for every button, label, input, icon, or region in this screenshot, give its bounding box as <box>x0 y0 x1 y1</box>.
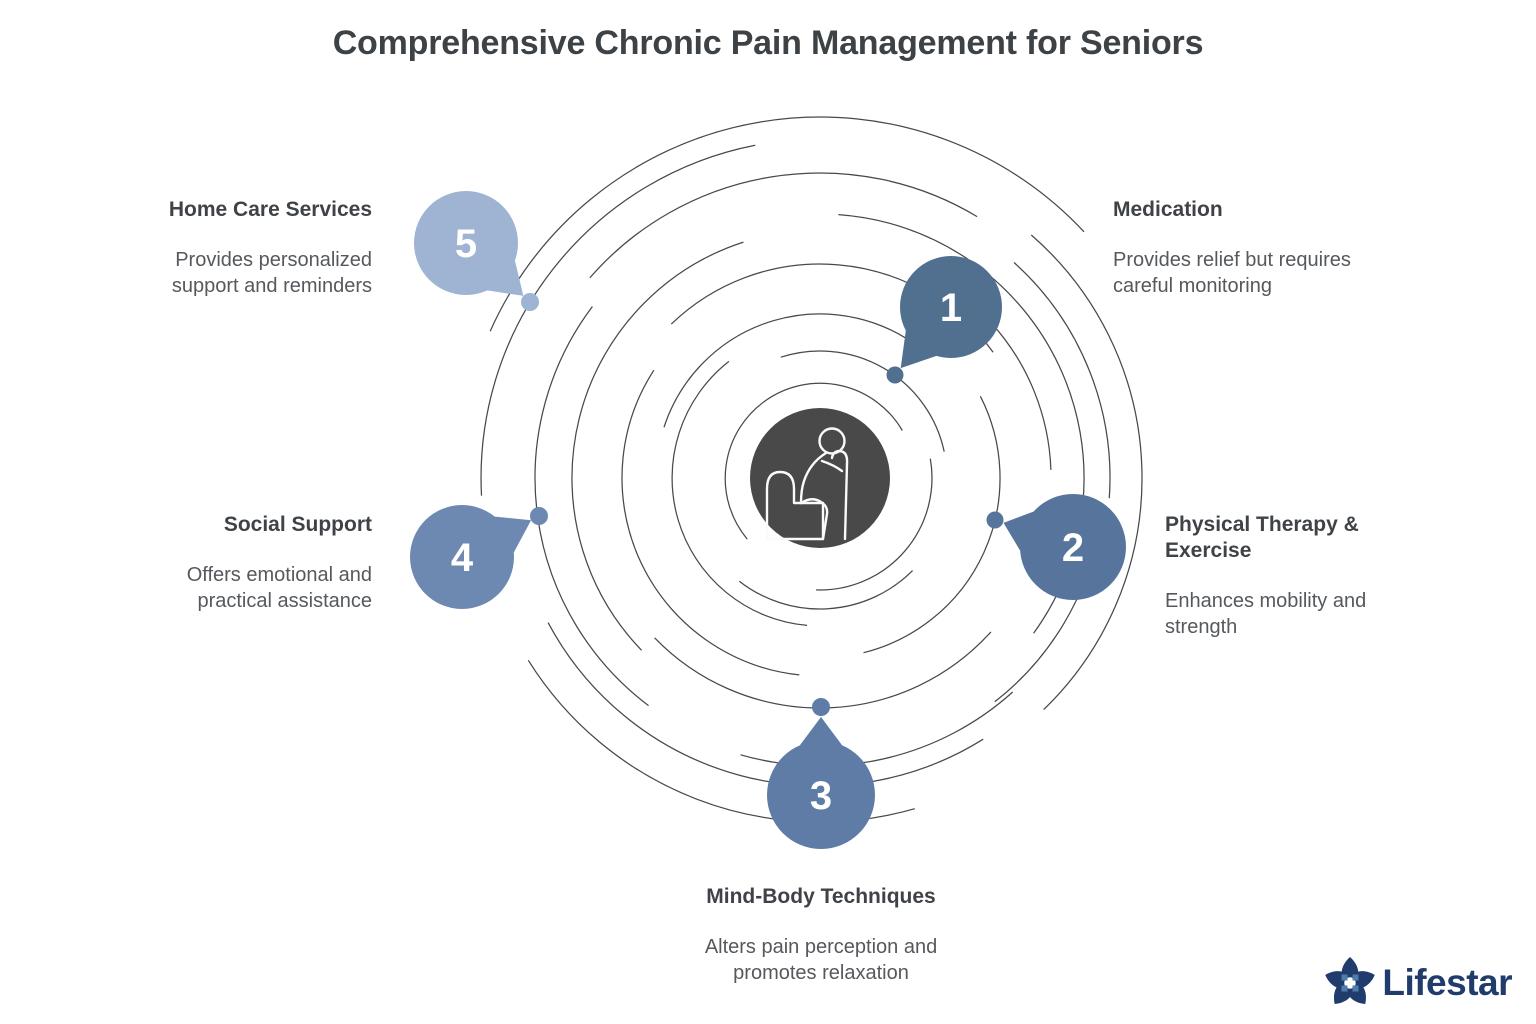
bubble-circle-1 <box>900 256 1002 358</box>
center-emblem <box>750 408 890 548</box>
step-text-1: Medication Provides relief but requires … <box>1113 197 1393 299</box>
step-number-5: 5 <box>455 222 477 266</box>
spiral-arc <box>571 241 744 651</box>
spiral-arc <box>654 631 992 709</box>
step-number-3: 3 <box>810 774 832 818</box>
step-bubble-5: 5 <box>414 191 524 296</box>
step-label-1: Medication <box>1113 198 1223 221</box>
step-label-2: Physical Therapy & Exercise <box>1165 513 1359 562</box>
page-title: Comprehensive Chronic Pain Management fo… <box>332 24 1204 62</box>
step-description-4: Offers emotional and practical assistanc… <box>186 564 372 612</box>
step-text-5: Home Care Services Provides personalized… <box>132 197 372 299</box>
connector-dot-2 <box>986 511 1004 529</box>
connector-dot-5 <box>521 293 539 311</box>
spiral-arc <box>863 396 1001 654</box>
step-bubble-4: 4 <box>410 505 532 609</box>
center-circle <box>750 408 890 548</box>
lifestar-logo-text: Lifestar <box>1382 962 1512 1003</box>
bubble-circle-4 <box>410 505 514 609</box>
bubble-circle-5 <box>414 191 518 295</box>
connector-dot-4 <box>530 507 548 525</box>
bubble-tail-5 <box>487 260 524 296</box>
spiral-arc <box>534 306 649 707</box>
connector-dot-1 <box>886 366 904 384</box>
step-bubble-1: 1 <box>900 256 1002 369</box>
lifestar-flower-icon <box>1325 957 1376 1005</box>
step-label-5: Home Care Services <box>168 198 372 221</box>
step-label-3: Mind-Body Techniques <box>706 885 936 908</box>
connector-dot-3 <box>812 698 830 716</box>
spiral-arc <box>991 322 1052 470</box>
step-number-2: 2 <box>1062 526 1084 570</box>
step-text-2: Physical Therapy & Exercise Enhances mob… <box>1165 512 1380 640</box>
spiral-arc <box>740 691 1014 767</box>
spiral-arc <box>738 570 914 610</box>
spiral-arc <box>480 144 756 496</box>
spiral-arc <box>724 382 903 540</box>
spiral-arc <box>816 458 933 591</box>
step-text-3: Mind-Body Techniques Alters pain percept… <box>676 884 966 986</box>
spiral-arc <box>780 350 945 452</box>
spiral-arc <box>1030 234 1143 711</box>
spiral-arc <box>547 622 984 787</box>
spiral-arc <box>671 360 808 627</box>
step-bubble-2: 2 <box>1003 494 1126 600</box>
step-description-5: Provides personalized support and remind… <box>171 249 372 297</box>
bubble-circle-3 <box>767 741 875 849</box>
spiral-arc <box>621 369 800 676</box>
bubble-circle-2 <box>1020 494 1126 600</box>
step-text-4: Social Support Offers emotional and prac… <box>122 512 372 614</box>
step-description-3: Alters pain perception and promotes rela… <box>704 936 938 984</box>
senior-with-cane-icon <box>765 427 849 541</box>
bubble-tail-3 <box>799 717 843 746</box>
bubble-tail-2 <box>1003 511 1034 551</box>
step-number-1: 1 <box>940 286 962 330</box>
bubble-tail-1 <box>900 330 937 369</box>
step-number-4: 4 <box>451 536 474 580</box>
bubble-tail-4 <box>494 516 532 553</box>
spiral-arc <box>589 172 978 279</box>
lifestar-logo: Lifestar <box>1323 956 1512 1010</box>
step-description-1: Provides relief but requires careful mon… <box>1113 249 1351 297</box>
spiral-arc <box>1013 262 1111 499</box>
step-bubble-3: 3 <box>767 717 875 849</box>
step-description-2: Enhances mobility and strength <box>1165 590 1367 638</box>
step-label-4: Social Support <box>223 513 372 536</box>
spiral-arc <box>663 313 924 428</box>
spiral-arc <box>489 116 1085 332</box>
